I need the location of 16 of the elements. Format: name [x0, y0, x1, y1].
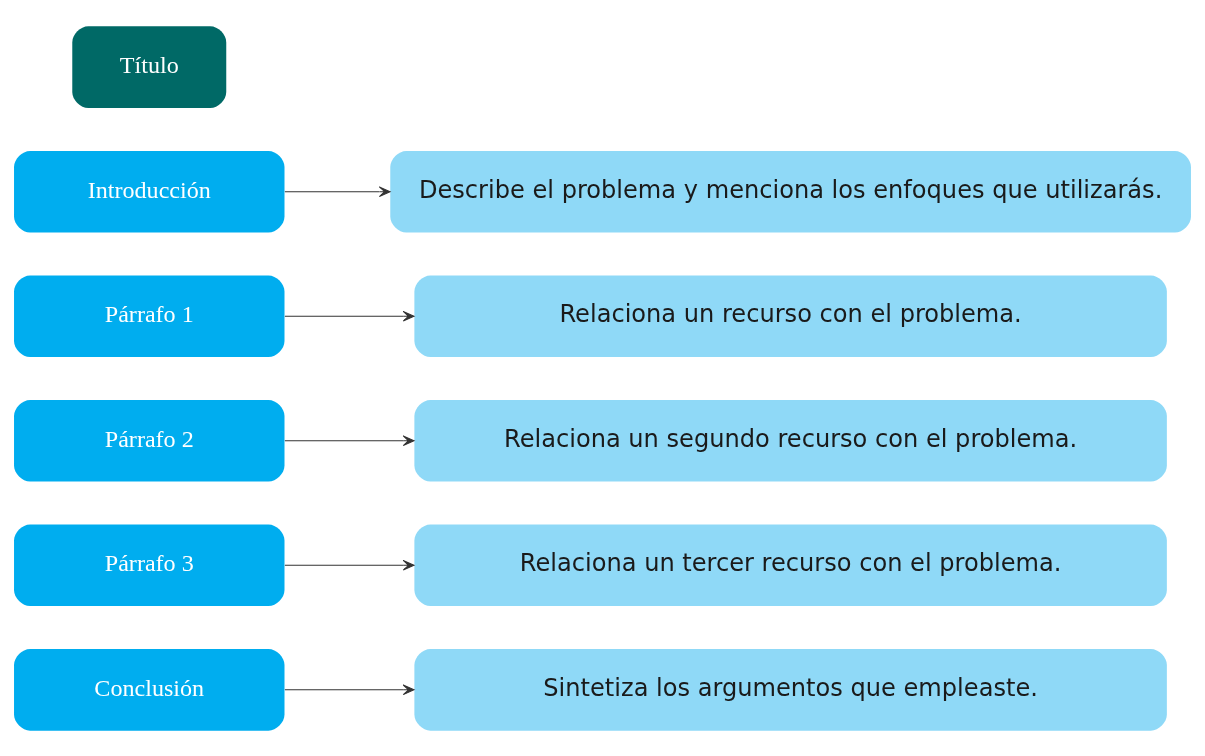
node-box: Párrafo 1 [14, 274, 285, 357]
node-box: Relaciona un tercer recurso con el problema. [414, 523, 1167, 606]
arrow [284, 559, 415, 571]
node-box: Párrafo 2 [14, 399, 285, 482]
node-box: Introducción [14, 150, 285, 233]
node-box: Título [72, 25, 227, 108]
node-box: Describe el problema y menciona los enfoques que utilizarás. [390, 150, 1191, 233]
arrow [284, 185, 391, 197]
arrow [284, 434, 415, 446]
node-box: Relaciona un recurso con el problema. [414, 274, 1167, 357]
node-box: Conclusión [14, 648, 285, 731]
arrow [284, 310, 415, 322]
node-box: Párrafo 3 [14, 523, 285, 606]
node-box: Relaciona un segundo recurso con el problema. [414, 399, 1167, 482]
node-box: Sintetiza los argumentos que empleaste. [414, 648, 1167, 731]
arrow [284, 683, 415, 695]
